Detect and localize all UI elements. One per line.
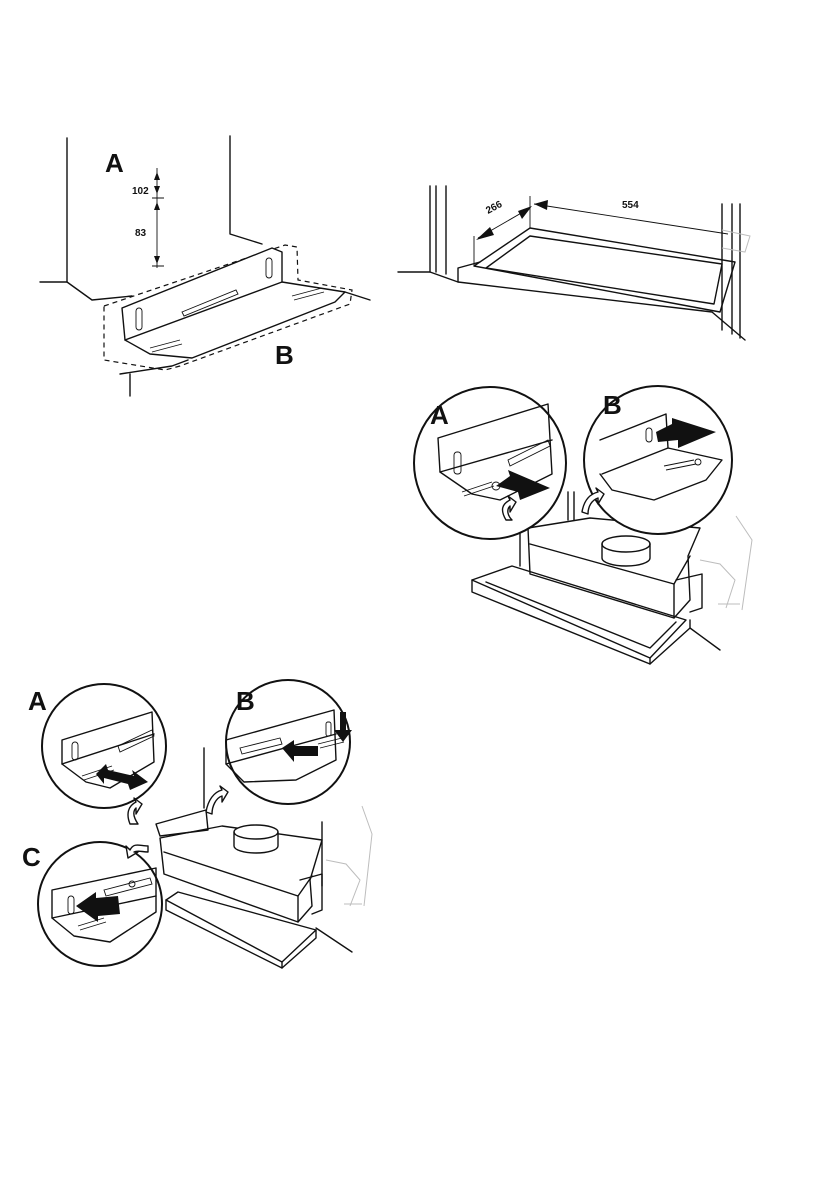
- figure-fitting-hood: A B: [414, 386, 752, 664]
- dimension-width: 554: [622, 200, 639, 211]
- label-b: B: [236, 686, 255, 716]
- dimension-depth: 266: [484, 199, 504, 217]
- label-c: C: [22, 842, 41, 872]
- dimension-top: 102: [132, 186, 149, 197]
- dimension-bottom: 83: [135, 228, 147, 239]
- label-a: A: [430, 400, 449, 430]
- duct-collar: [602, 536, 650, 552]
- label-a: A: [28, 686, 47, 716]
- detail-circle-a: [42, 684, 166, 808]
- figure-cutout-dimensions: 266 554: [398, 186, 750, 340]
- figure-bracket-position: A B 102 83: [40, 136, 370, 396]
- label-a: A: [105, 148, 124, 178]
- label-b: B: [603, 390, 622, 420]
- label-b: B: [275, 340, 294, 370]
- mounting-bracket: [122, 248, 345, 358]
- figure-adjust-lock: A B C: [22, 680, 372, 968]
- duct-collar: [234, 825, 278, 839]
